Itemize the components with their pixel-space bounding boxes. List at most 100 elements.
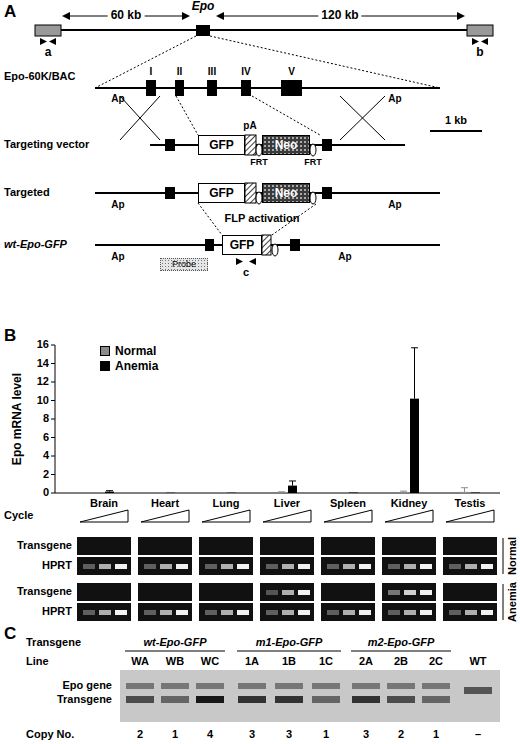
copy-number: 3 xyxy=(286,728,292,741)
polya-box xyxy=(245,135,256,155)
tick-label: 6 xyxy=(43,431,49,444)
tissue-label: Spleen xyxy=(330,497,366,510)
row-label: HPRT xyxy=(42,559,72,572)
row-label: Targeted xyxy=(4,186,50,199)
gel-band xyxy=(327,564,339,569)
gel-band xyxy=(388,590,400,595)
copy-number: 1 xyxy=(323,728,329,741)
gel-lane-block xyxy=(382,537,436,555)
lane-label: 1C xyxy=(319,655,333,668)
exon-box xyxy=(175,80,184,96)
gel-lane-block xyxy=(443,583,497,601)
gel-band xyxy=(388,564,400,569)
gel-band xyxy=(282,564,294,569)
copy-number: 3 xyxy=(363,728,369,741)
copy-number: 2 xyxy=(398,728,404,741)
gel-band xyxy=(420,564,432,569)
group-underline xyxy=(125,651,225,652)
cycle-ramp xyxy=(263,510,311,522)
gel-band xyxy=(404,564,416,569)
legend-text: Normal xyxy=(115,344,156,358)
blot-band xyxy=(275,683,303,689)
cycle-ramp xyxy=(80,510,128,522)
error-cap xyxy=(289,480,296,481)
row-label: Transgene xyxy=(26,636,81,649)
gel-lane-block xyxy=(138,603,192,621)
gel-band xyxy=(449,564,461,569)
axis-tick xyxy=(51,474,55,475)
group-underline xyxy=(351,651,451,652)
neo-box: Neo xyxy=(262,183,310,203)
blot-band xyxy=(161,696,189,703)
error-cap xyxy=(400,491,407,492)
axis-title: Epo mRNA level xyxy=(11,373,25,465)
gel-band xyxy=(465,610,477,615)
copy-number: 2 xyxy=(137,728,143,741)
guide-line xyxy=(252,96,320,135)
gfp-box: GFP xyxy=(222,235,262,255)
lane-label: 1B xyxy=(282,655,296,668)
gel-lane-block xyxy=(321,557,375,575)
node-text: Probe xyxy=(172,260,196,269)
gel-lane-block xyxy=(199,557,253,575)
blot-band xyxy=(196,696,224,703)
gel-lane-block xyxy=(443,537,497,555)
error-cap xyxy=(461,487,468,488)
axis-tick xyxy=(51,437,55,438)
row-label: Epo-60K/BAC xyxy=(4,70,76,83)
exon-box xyxy=(290,239,300,251)
blot-band xyxy=(238,683,266,689)
gel-band xyxy=(115,564,127,569)
row-label: Transgene xyxy=(17,539,72,552)
recombination-cross xyxy=(340,96,385,140)
gel-band xyxy=(282,610,294,615)
error-bar xyxy=(292,481,293,486)
gel-lane-block xyxy=(260,603,314,621)
legend-swatch xyxy=(100,346,110,356)
frt-site xyxy=(272,244,278,256)
normal-bar xyxy=(338,492,347,493)
tick-label: 12 xyxy=(37,375,49,388)
gel-lane-block xyxy=(382,583,436,601)
guide-line xyxy=(176,96,198,135)
node-text: GFP xyxy=(209,187,234,199)
site-label: Ap xyxy=(111,251,124,263)
element-label: FRT xyxy=(304,157,322,167)
axis-tick xyxy=(51,345,55,346)
gel-band xyxy=(359,564,371,569)
tissue-label: Heart xyxy=(151,497,179,510)
gel-band xyxy=(282,590,294,595)
epo-gene-box xyxy=(196,25,210,36)
gel-lane-block xyxy=(382,603,436,621)
blot-band xyxy=(126,683,154,689)
gel-band xyxy=(298,564,310,569)
lane-label: 2C xyxy=(429,655,443,668)
tissue-label: Brain xyxy=(90,497,118,510)
gel-band xyxy=(298,610,310,615)
blot-background xyxy=(120,670,500,722)
band-label: Transgene xyxy=(57,693,112,706)
gel-band xyxy=(388,610,400,615)
row-label: wt-Epo-GFP xyxy=(4,238,67,251)
site-label: Ap xyxy=(111,199,124,211)
gel-band xyxy=(420,590,432,595)
arrow-head xyxy=(216,12,224,20)
gel-lane-block xyxy=(321,603,375,621)
exon-number: I xyxy=(150,66,153,78)
primer-arrowhead xyxy=(236,258,243,265)
node-text: GFP xyxy=(209,139,234,151)
blot-band xyxy=(352,683,380,689)
gel-band xyxy=(176,610,188,615)
gel-lane-block xyxy=(138,537,192,555)
gel-band xyxy=(83,610,95,615)
gel-band xyxy=(99,610,111,615)
lane-label: 2A xyxy=(359,655,373,668)
anemia-bar xyxy=(471,492,480,493)
gel-lane-block xyxy=(321,537,375,555)
exon-box xyxy=(165,139,175,151)
element-label: FRT xyxy=(250,157,268,167)
gel-band xyxy=(205,564,217,569)
dimension-label: 120 kb xyxy=(318,9,361,23)
frt-site xyxy=(310,192,316,204)
